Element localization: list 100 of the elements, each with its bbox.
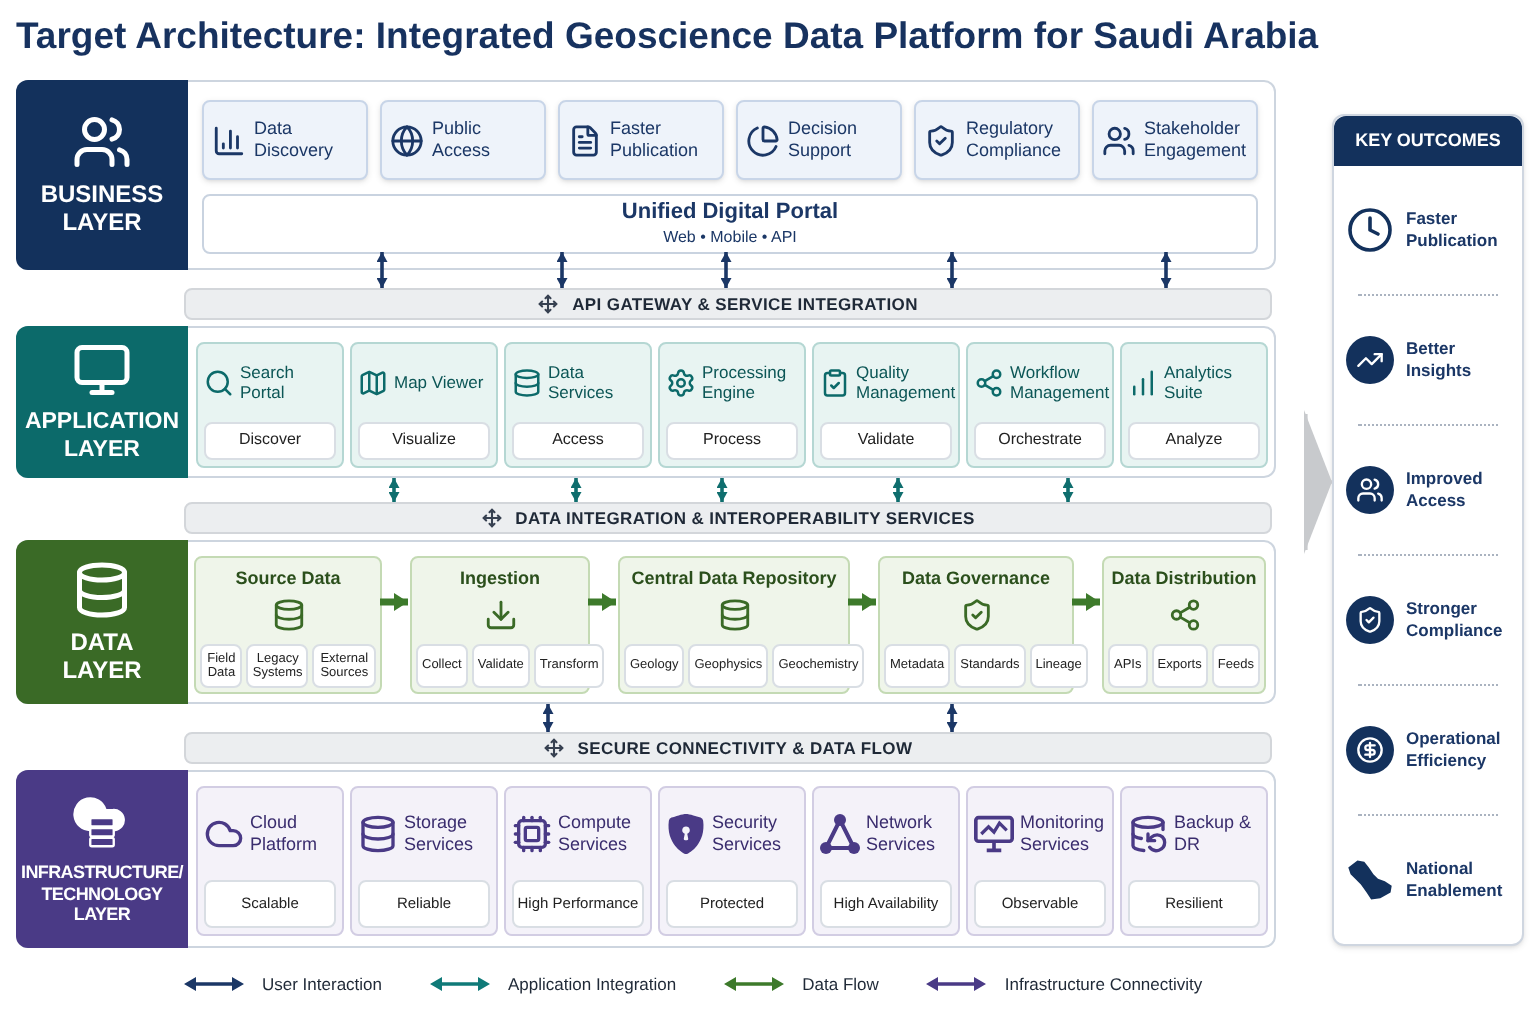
card-title: Monitoring Services: [1020, 812, 1106, 856]
double-arrow: [389, 478, 399, 502]
application-card: [1120, 342, 1268, 468]
portal-bar: [202, 194, 1258, 254]
card-title: Faster Publication: [610, 117, 701, 163]
panel-header: KEY OUTCOMES: [1334, 116, 1522, 166]
layer-panel: [16, 770, 1276, 948]
double-arrow: [721, 252, 731, 288]
function-tag: Analyze: [1128, 422, 1260, 460]
double-arrow: [893, 478, 903, 502]
infrastructure-card: [658, 786, 806, 936]
application-card: [196, 342, 344, 468]
stage-title: Source Data: [235, 570, 341, 588]
infrastructure-card: [812, 786, 960, 936]
flow-arrow: [380, 595, 408, 609]
stage-title: Ingestion: [460, 570, 540, 588]
double-arrow: [1161, 252, 1171, 288]
card-title: Network Services: [866, 812, 938, 856]
capability-card: [558, 100, 724, 180]
layer-title: APPLICATION LAYER: [24, 410, 180, 464]
double-arrow: [947, 252, 957, 288]
pipeline-stage: [194, 556, 382, 694]
portal-title: Unified Digital Portal: [621, 200, 839, 228]
layer-panel: [16, 540, 1276, 704]
layer-panel: [16, 326, 1276, 478]
layer-panel: [16, 80, 1276, 270]
band-title: DATA INTEGRATION & INTEROPERABILITY SERVICES: [515, 505, 975, 531]
card-title: Compute Services: [558, 812, 634, 856]
band-title: API GATEWAY & SERVICE INTEGRATION: [572, 291, 918, 317]
card-title: Search Portal: [240, 361, 296, 403]
integration-band: [184, 288, 1272, 320]
infrastructure-card: [966, 786, 1114, 936]
band-title: SECURE CONNECTIVITY & DATA FLOW: [577, 735, 913, 761]
function-tag: Validate: [820, 422, 952, 460]
integration-band: [184, 732, 1272, 764]
layer-title: BUSINESS LAYER: [40, 182, 164, 238]
capability-card: [202, 100, 368, 180]
card-title: Regulatory Compliance: [966, 117, 1064, 163]
stage-title: Data Governance: [901, 570, 1051, 588]
card-title: Processing Engine: [702, 361, 789, 403]
infrastructure-card: [350, 786, 498, 936]
double-arrow: [377, 252, 387, 288]
outcome-label: Faster Publication: [1406, 208, 1500, 252]
card-title: Data Services: [548, 361, 616, 403]
application-card: [966, 342, 1114, 468]
double-arrow: [947, 704, 957, 732]
flow-arrow: [848, 595, 876, 609]
outcome-label: Operational Efficiency: [1406, 728, 1503, 772]
application-card: [658, 342, 806, 468]
card-title: Public Access: [432, 117, 493, 163]
card-title: Security Services: [712, 812, 784, 856]
card-title: Backup & DR: [1174, 812, 1254, 856]
capability-card: [914, 100, 1080, 180]
capability-card: [736, 100, 902, 180]
infrastructure-card: [1120, 786, 1268, 936]
outcome-label: National Enablement: [1406, 858, 1505, 902]
function-tag: Visualize: [358, 422, 490, 460]
card-title: Quality Management: [856, 361, 952, 403]
legend-label: User Interaction: [262, 972, 382, 998]
double-arrow: [717, 478, 727, 502]
function-tag: Access: [512, 422, 644, 460]
outcome-label: Stronger Compliance: [1406, 598, 1505, 642]
flow-arrow: [588, 595, 616, 609]
double-arrow: [557, 252, 567, 288]
infrastructure-card: [196, 786, 344, 936]
infrastructure-card: [504, 786, 652, 936]
layer-title: INFRASTRUCTURE/ TECHNOLOGY LAYER: [21, 862, 183, 926]
flow-arrow: [1072, 595, 1100, 609]
card-title: Cloud Platform: [250, 812, 320, 856]
card-title: Decision Support: [788, 117, 860, 163]
stage-title: Central Data Repository: [631, 570, 837, 588]
card-title: Workflow Management: [1010, 361, 1106, 403]
application-card: [504, 342, 652, 468]
double-arrow: [543, 704, 553, 732]
double-arrow: [1063, 478, 1073, 502]
pipeline-stage: [1102, 556, 1266, 694]
layer-title: DATA LAYER: [62, 629, 142, 685]
outcome-label: Better Insights: [1406, 338, 1474, 382]
capability-card: [1092, 100, 1258, 180]
card-title: Stakeholder Engagement: [1144, 117, 1248, 163]
legend-label: Application Integration: [508, 972, 677, 998]
capability-card: [380, 100, 546, 180]
application-card: [350, 342, 498, 468]
card-title: Storage Services: [404, 812, 476, 856]
integration-band: [184, 502, 1272, 534]
card-title: Analytics Suite: [1164, 361, 1235, 403]
double-arrow: [571, 478, 581, 502]
diagram-title: Target Architecture: Integrated Geoscience Data Platform for Saudi Arabia: [16, 12, 1319, 59]
outcomes-panel: [1332, 114, 1524, 946]
card-title: Data Discovery: [254, 117, 336, 163]
card-title: Map Viewer: [394, 371, 486, 393]
stage-title: Data Distribution: [1111, 570, 1257, 588]
portal-subtitle: Web • Mobile • API: [663, 227, 797, 248]
function-tag: Orchestrate: [974, 422, 1106, 460]
legend-label: Infrastructure Connectivity: [1004, 972, 1203, 998]
application-card: [812, 342, 960, 468]
chevron-arrow: [1302, 412, 1334, 552]
function-tag: Process: [666, 422, 798, 460]
legend-label: Data Flow: [802, 972, 879, 998]
function-tag: Discover: [204, 422, 336, 460]
